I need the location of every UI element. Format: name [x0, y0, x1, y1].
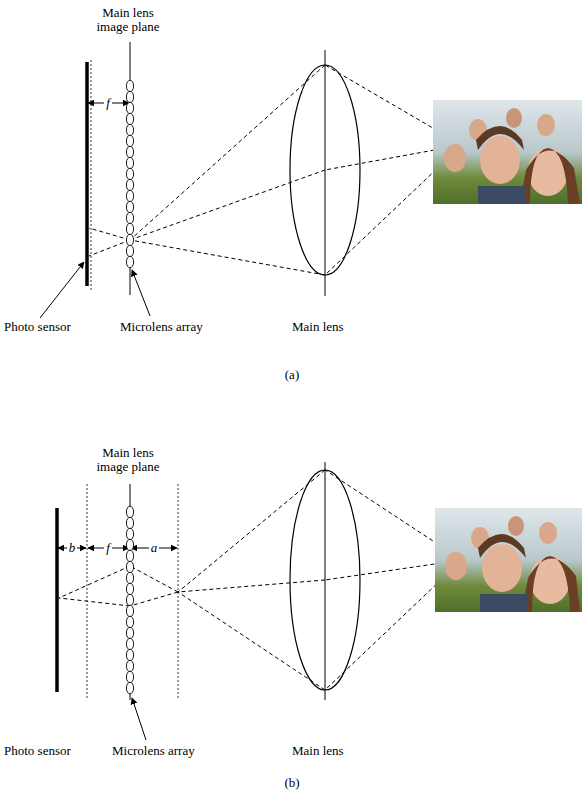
microlens: [126, 91, 133, 103]
microlens: [126, 234, 133, 246]
part-label: Main lens: [292, 744, 344, 758]
microlens: [126, 113, 133, 125]
microlens: [126, 179, 133, 191]
microlens: [126, 80, 133, 92]
microlens: [126, 649, 133, 661]
microlens: [126, 245, 133, 257]
panel-label: (a): [285, 368, 299, 382]
part-label: Photo sensor: [4, 744, 71, 758]
microlens: [126, 594, 133, 606]
microlens: [126, 682, 133, 694]
microlens: [126, 539, 133, 551]
microlens: [126, 572, 133, 584]
panel-a: [40, 42, 582, 318]
microlens: [126, 190, 133, 202]
microlens: [126, 671, 133, 683]
microlens: [126, 638, 133, 650]
plane-label: Main lens image plane: [86, 6, 170, 33]
part-label: Photo sensor: [4, 320, 71, 334]
microlens: [126, 616, 133, 628]
leader-line: [40, 262, 84, 318]
microlens: [126, 201, 133, 213]
leader-line: [132, 270, 150, 316]
plane-label: Main lens image plane: [86, 446, 170, 473]
lens-axis: [325, 50, 326, 296]
microlens: [126, 157, 133, 169]
microlens: [126, 660, 133, 672]
microlens: [126, 124, 133, 136]
part-label: Main lens: [292, 320, 344, 334]
panel-label: (b): [284, 776, 299, 790]
part-label: Microlens array: [112, 744, 195, 758]
microlens: [126, 102, 133, 114]
dimension-label: f: [104, 541, 112, 555]
microlens: [126, 146, 133, 158]
focal-plane: [87, 484, 88, 700]
panel-b: [57, 462, 582, 740]
scene-photo: [435, 508, 582, 612]
dimension-label: b: [67, 541, 78, 555]
light-rays: [89, 65, 462, 275]
microlens: [126, 528, 133, 540]
microlens: [126, 627, 133, 639]
photo-sensor: [85, 62, 89, 286]
dimension-label: f: [104, 96, 112, 110]
microlens: [126, 212, 133, 224]
microlens: [126, 223, 133, 235]
microlens: [126, 561, 133, 573]
leader-line: [132, 698, 146, 740]
photo-sensor: [55, 508, 59, 692]
part-label: Microlens array: [120, 320, 203, 334]
microlens: [126, 168, 133, 180]
microlens: [126, 506, 133, 518]
microlens: [126, 583, 133, 595]
microlens: [126, 605, 133, 617]
microlens: [126, 135, 133, 147]
microlens: [126, 550, 133, 562]
scene-photo: [433, 100, 582, 204]
lens-axis: [325, 462, 326, 700]
dimension-label: a: [149, 541, 160, 555]
microlens-array: [126, 80, 133, 694]
microlens: [126, 256, 133, 268]
light-rays: [59, 470, 462, 690]
microlens: [126, 517, 133, 529]
